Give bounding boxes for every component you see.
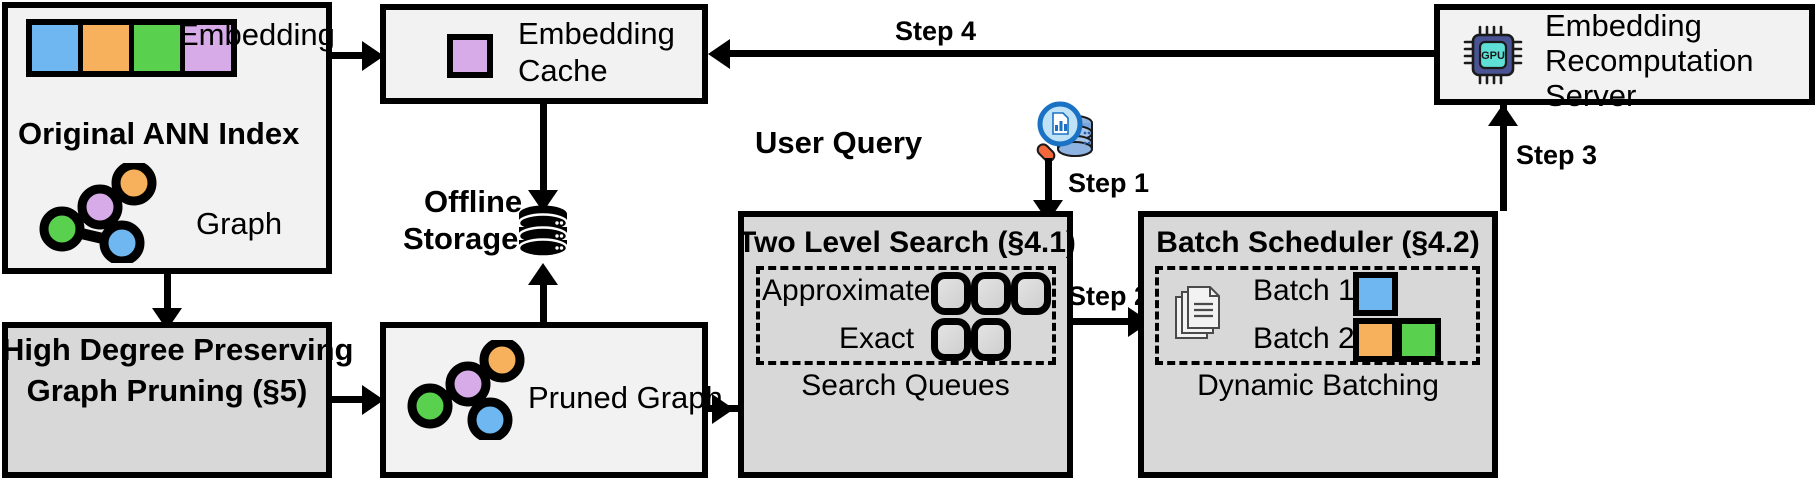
embedding-color-strip (26, 19, 237, 77)
batch-1-swatch-blue (1353, 272, 1398, 316)
offline-storage-label-line2: Storage (403, 221, 519, 256)
graph-label: Graph (196, 206, 283, 241)
pruned-graph-icon (404, 340, 534, 440)
approximate-slot-1[interactable] (931, 272, 971, 315)
step1-label: Step 1 (1068, 168, 1150, 198)
gpu-chip-icon: GPU (1462, 24, 1524, 86)
batch-2-swatch-orange (1353, 318, 1398, 362)
approximate-slot-3[interactable] (1011, 272, 1051, 315)
embedding-cell-purple (185, 25, 231, 71)
embedding-cache-label-line1: Embedding (518, 16, 675, 51)
arrowhead-prunedgraph-to-search (712, 394, 734, 424)
recomputation-server-label-line2: Recomputation (1545, 43, 1754, 78)
pruned-graph-label: Pruned Graph (528, 380, 723, 415)
embedding-cell-green (134, 25, 185, 71)
exact-label: Exact (839, 322, 915, 355)
exact-slot-2[interactable] (971, 318, 1011, 361)
connector-cache-to-storage (540, 104, 547, 194)
step2-label: Step 2 (1068, 281, 1150, 311)
documents-stack-icon (1172, 285, 1224, 343)
connector-index-to-pruning (164, 274, 171, 312)
connector-index-to-cache (332, 52, 370, 59)
search-queues-region (756, 266, 1056, 365)
graph-pruning-box (2, 322, 332, 478)
embedding-cell-blue (32, 25, 83, 71)
connector-query-to-search (1045, 158, 1052, 204)
arrowhead-pruned-to-storage (528, 263, 558, 285)
graph-pruning-title-line2: Graph Pruning (§5) (26, 373, 308, 408)
arrowhead-pruning-to-prunedgraph (362, 385, 384, 415)
original-ann-index-title: Original ANN Index (18, 116, 300, 151)
batch-1-label: Batch 1 (1253, 274, 1355, 307)
recomputation-server-label-line3: Server (1545, 78, 1637, 113)
two-level-search-box (738, 211, 1073, 478)
database-icon (517, 205, 569, 259)
embedding-cache-box (380, 4, 708, 104)
embedding-cache-label-line2: Cache (518, 53, 608, 88)
search-queues-footer: Search Queues (801, 369, 1010, 402)
recomputation-server-label-line1: Embedding (1545, 8, 1702, 43)
step3-label: Step 3 (1516, 140, 1598, 170)
connector-scheduler-to-server (1500, 105, 1507, 211)
approximate-label: Approximate (762, 274, 931, 307)
dynamic-batching-region (1155, 266, 1480, 365)
arrowhead-scheduler-to-server (1488, 104, 1518, 126)
dynamic-batching-footer: Dynamic Batching (1197, 369, 1439, 402)
arrowhead-server-to-cache (708, 39, 730, 69)
batch-scheduler-title: Batch Scheduler (§4.2) (1156, 226, 1480, 259)
embedding-cell-orange (83, 25, 134, 71)
svg-text:GPU: GPU (1481, 50, 1505, 62)
original-graph-icon (36, 163, 166, 263)
connector-pruning-to-prunedgraph (332, 396, 370, 403)
user-query-label: User Query (755, 125, 923, 160)
approximate-slot-2[interactable] (971, 272, 1011, 315)
two-level-search-title: Two Level Search (§4.1) (738, 226, 1076, 259)
connector-pruned-to-storage (540, 285, 547, 322)
step4-label: Step 4 (895, 16, 977, 46)
embedding-label: Embedding (178, 17, 335, 52)
embedding-cache-swatch (447, 34, 493, 78)
batch-2-label: Batch 2 (1253, 322, 1355, 355)
offline-storage-label-line1: Offline (424, 184, 523, 219)
connector-search-to-scheduler (1073, 318, 1146, 325)
arrowhead-index-to-cache (362, 41, 384, 71)
graph-pruning-title-line1: High Degree Preserving (2, 332, 354, 367)
exact-slot-1[interactable] (931, 318, 971, 361)
batch-2-swatch-green (1396, 318, 1441, 362)
magnifier-database-icon (1033, 100, 1099, 168)
connector-server-to-cache (730, 50, 1436, 57)
